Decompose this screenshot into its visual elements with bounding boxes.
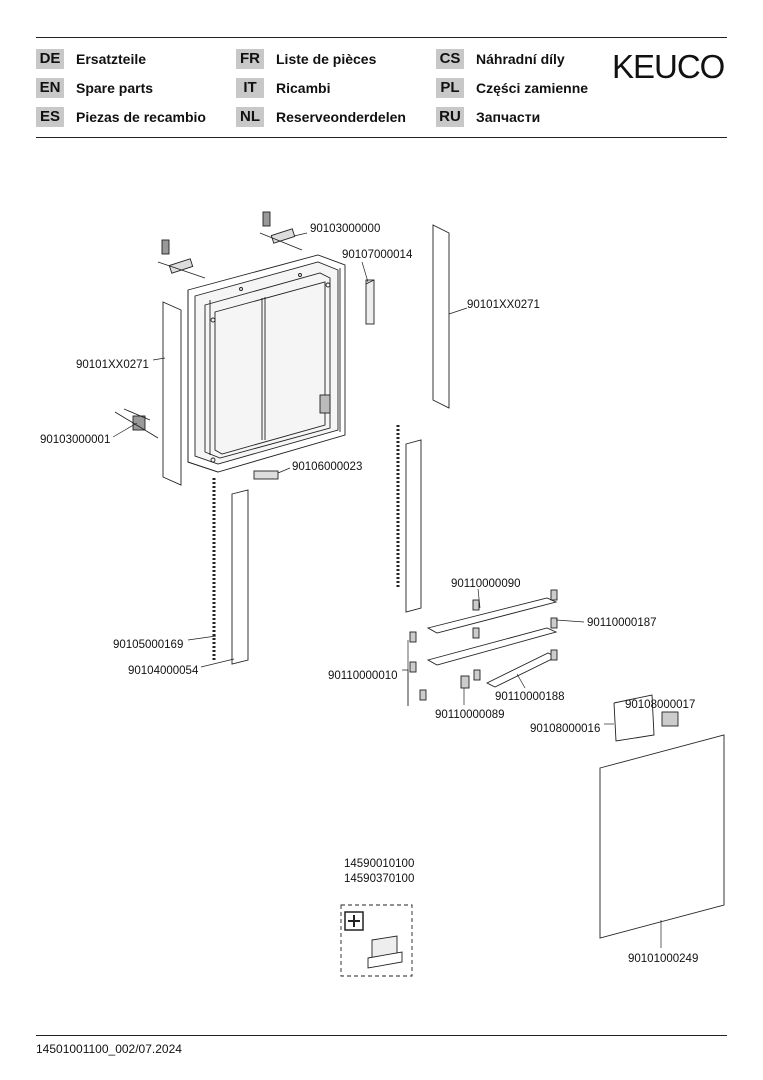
lang-code: CS — [436, 49, 464, 69]
shelf-middle — [426, 627, 558, 666]
lang-code: DE — [36, 49, 64, 69]
part-label: 90105000169 — [113, 639, 183, 651]
lang-code: RU — [436, 107, 464, 127]
part-label: 90110000089 — [435, 709, 505, 721]
kit-label: 14590010100 — [344, 858, 414, 870]
lang-pl: PL Części zamienne — [436, 77, 588, 99]
part-label: 90103000000 — [310, 223, 380, 235]
lang-name: Ersatzteile — [76, 51, 147, 67]
part-label: 90107000014 — [342, 249, 413, 261]
lang-ru: RU Запчасти — [436, 106, 540, 128]
lang-name: Запчасти — [476, 109, 541, 125]
mirror-door — [599, 734, 725, 939]
part-label: 90106000023 — [292, 461, 362, 473]
part-label: 90110000187 — [587, 617, 657, 629]
document-number: 14501001100_002/07.2024 — [36, 1042, 182, 1056]
lang-nl: NL Reserveonderdelen — [236, 106, 406, 128]
lang-name: Piezas de recambio — [76, 109, 206, 125]
footer-rule — [36, 1035, 727, 1036]
lang-code: NL — [236, 107, 264, 127]
leader-lines — [112, 232, 662, 948]
cabinet-body — [187, 254, 346, 473]
lang-it: IT Ricambi — [236, 77, 330, 99]
plus-icon — [344, 911, 364, 931]
side-panel-left — [162, 301, 182, 486]
part-label: 90108000017 — [625, 699, 695, 711]
side-panel-right — [432, 224, 450, 409]
detail-bracket — [613, 694, 655, 742]
part-label: 90101XX0271 — [76, 359, 149, 371]
lang-name: Reserveonderdelen — [276, 109, 406, 125]
profile-right — [405, 439, 422, 613]
top-mount-brackets — [157, 211, 303, 279]
lang-de: DE Ersatzteile — [36, 48, 146, 70]
bottom-clip — [253, 470, 279, 480]
part-label: 90110000188 — [495, 691, 565, 703]
part-label: 90101000249 — [628, 953, 698, 965]
kit-box — [340, 904, 413, 977]
lang-code: FR — [236, 49, 264, 69]
lang-fr: FR Liste de pièces — [236, 48, 376, 70]
header-bottom-rule — [36, 137, 727, 138]
header-top-rule — [36, 37, 727, 38]
hinge-cover — [365, 279, 375, 325]
lang-code: IT — [236, 78, 264, 98]
side-mount-bracket — [114, 408, 159, 439]
lang-name: Ricambi — [276, 80, 331, 96]
lang-name: Spare parts — [76, 80, 154, 96]
kit-label: 14590370100 — [344, 873, 414, 885]
part-label: 90103000001 — [40, 434, 110, 446]
lang-name: Náhradní díly — [476, 51, 565, 67]
part-label: 90110000010 — [328, 670, 398, 682]
shelf-supports — [409, 589, 558, 701]
lang-es: ES Piezas de recambio — [36, 106, 206, 128]
lang-name: Części zamienne — [476, 80, 589, 96]
lang-en: EN Spare parts — [36, 77, 153, 99]
part-label: 90101XX0271 — [467, 299, 540, 311]
lang-cs: CS Náhradní díly — [436, 48, 565, 70]
lang-code: ES — [36, 107, 64, 127]
shelf-top — [426, 597, 558, 634]
profile-left — [231, 489, 249, 665]
part-label: 90104000054 — [128, 665, 199, 677]
brand-logo: KEUCO — [612, 48, 725, 85]
magnet-catch — [661, 711, 679, 727]
lang-name: Liste de pièces — [276, 51, 377, 67]
part-label: 90110000090 — [451, 578, 521, 590]
lang-code: EN — [36, 78, 64, 98]
lang-code: PL — [436, 78, 464, 98]
part-label: 90108000016 — [530, 723, 600, 735]
